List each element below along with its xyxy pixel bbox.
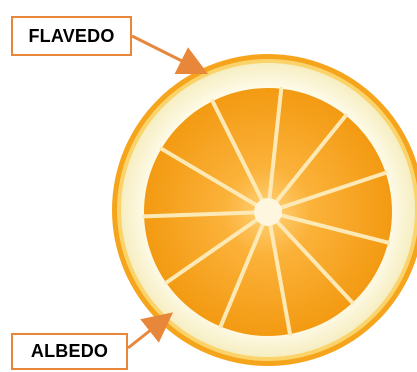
albedo-arrow (128, 318, 166, 348)
albedo-label: ALBEDO (11, 333, 128, 370)
flavedo-label: FLAVEDO (11, 16, 132, 56)
orange-core (254, 198, 282, 226)
flavedo-arrow (132, 36, 200, 70)
